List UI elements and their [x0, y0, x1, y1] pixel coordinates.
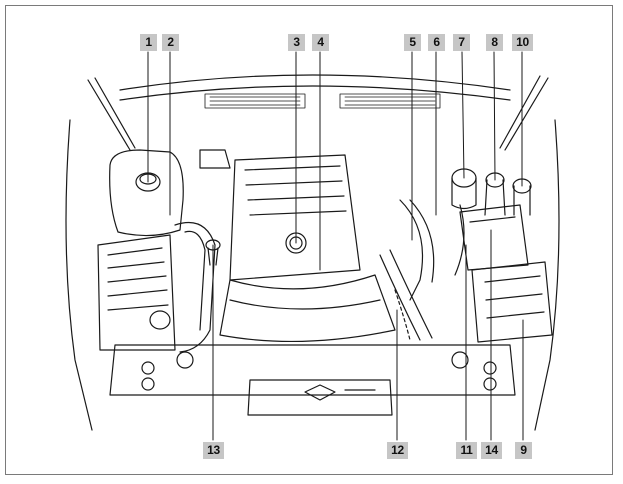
- intake-tube: [174, 221, 216, 353]
- leader-lines: [147, 51, 524, 441]
- radiator-hose: [379, 249, 433, 341]
- callout-6: 6: [428, 34, 445, 51]
- engine-block: [199, 149, 396, 343]
- callout-11: 11: [456, 442, 477, 459]
- callout-9: 9: [515, 442, 532, 459]
- callout-7: 7: [453, 34, 470, 51]
- callout-12: 12: [387, 442, 408, 459]
- callout-10: 10: [512, 34, 533, 51]
- callout-14: 14: [481, 442, 502, 459]
- callout-13: 13: [203, 442, 224, 459]
- cowl-grille: [204, 93, 441, 109]
- radiator-support: [109, 344, 516, 416]
- callout-8: 8: [486, 34, 503, 51]
- callout-5: 5: [404, 34, 421, 51]
- callout-1: 1: [140, 34, 157, 51]
- callout-4: 4: [312, 34, 329, 51]
- callout-3: 3: [288, 34, 305, 51]
- diagram-frame: [5, 5, 613, 475]
- callout-2: 2: [162, 34, 179, 51]
- battery-and-fuse-box: [459, 204, 553, 343]
- coolant-reservoir: [109, 149, 184, 237]
- body-outline: [65, 74, 560, 431]
- air-intake-left: [97, 234, 176, 351]
